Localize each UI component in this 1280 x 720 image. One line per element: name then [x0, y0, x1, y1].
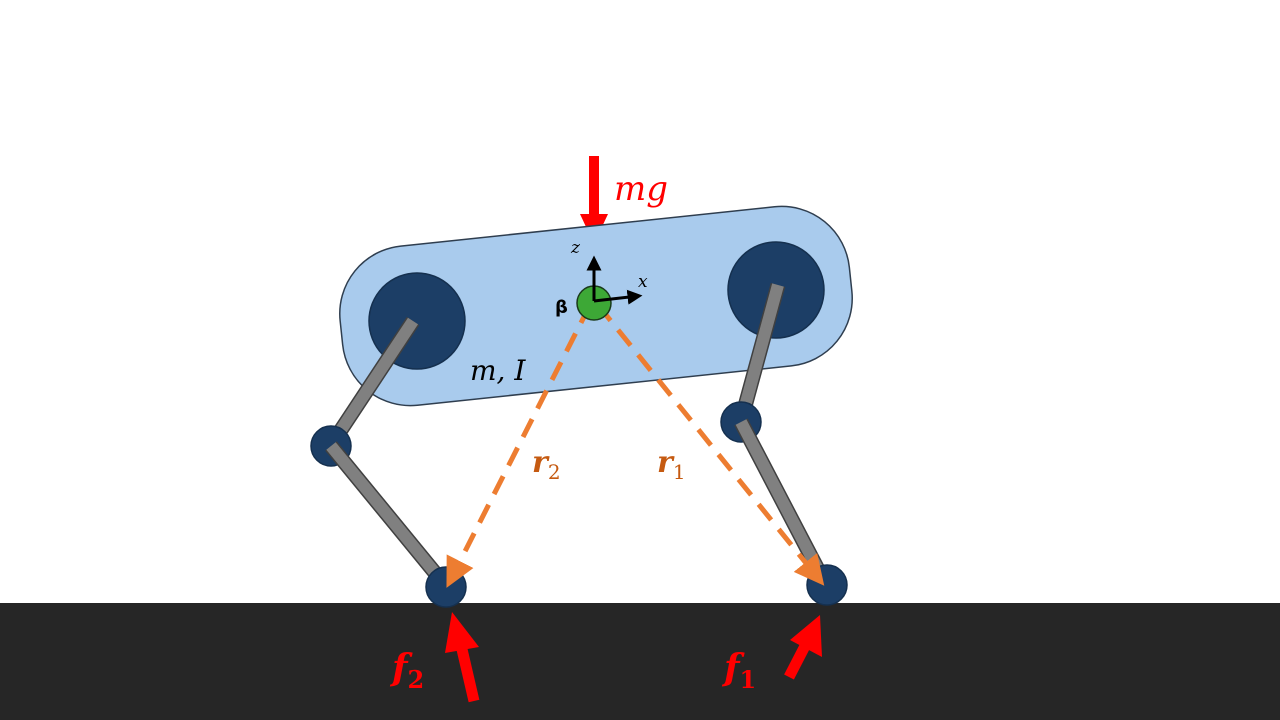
- r1-label-base: r: [657, 445, 675, 480]
- force-arrow-f1: [784, 615, 822, 680]
- left-foot: [425, 566, 467, 608]
- right-foot: [806, 564, 848, 606]
- z-axis-label: z: [570, 238, 581, 258]
- r1-label-subscript: 1: [673, 460, 686, 484]
- x-axis-arrow: [593, 289, 643, 305]
- left-leg: [310, 316, 467, 608]
- r2-label-base: r: [532, 445, 550, 480]
- weight-label: mg: [614, 169, 668, 209]
- ground: [0, 603, 1280, 720]
- mass-inertia-label: m, I: [470, 354, 526, 387]
- force-arrow-f2: [445, 612, 480, 703]
- position-vector-r1: [596, 303, 825, 586]
- position-vector-r2: [446, 303, 593, 588]
- f2-label-subscript: 2: [408, 665, 425, 694]
- f1-label-subscript: 1: [740, 665, 757, 694]
- r2-label-subscript: 2: [548, 460, 561, 484]
- x-axis-label: x: [638, 272, 648, 292]
- r2-label: r2: [532, 445, 561, 484]
- beta-label: β: [555, 297, 568, 318]
- r1-label: r1: [657, 445, 686, 484]
